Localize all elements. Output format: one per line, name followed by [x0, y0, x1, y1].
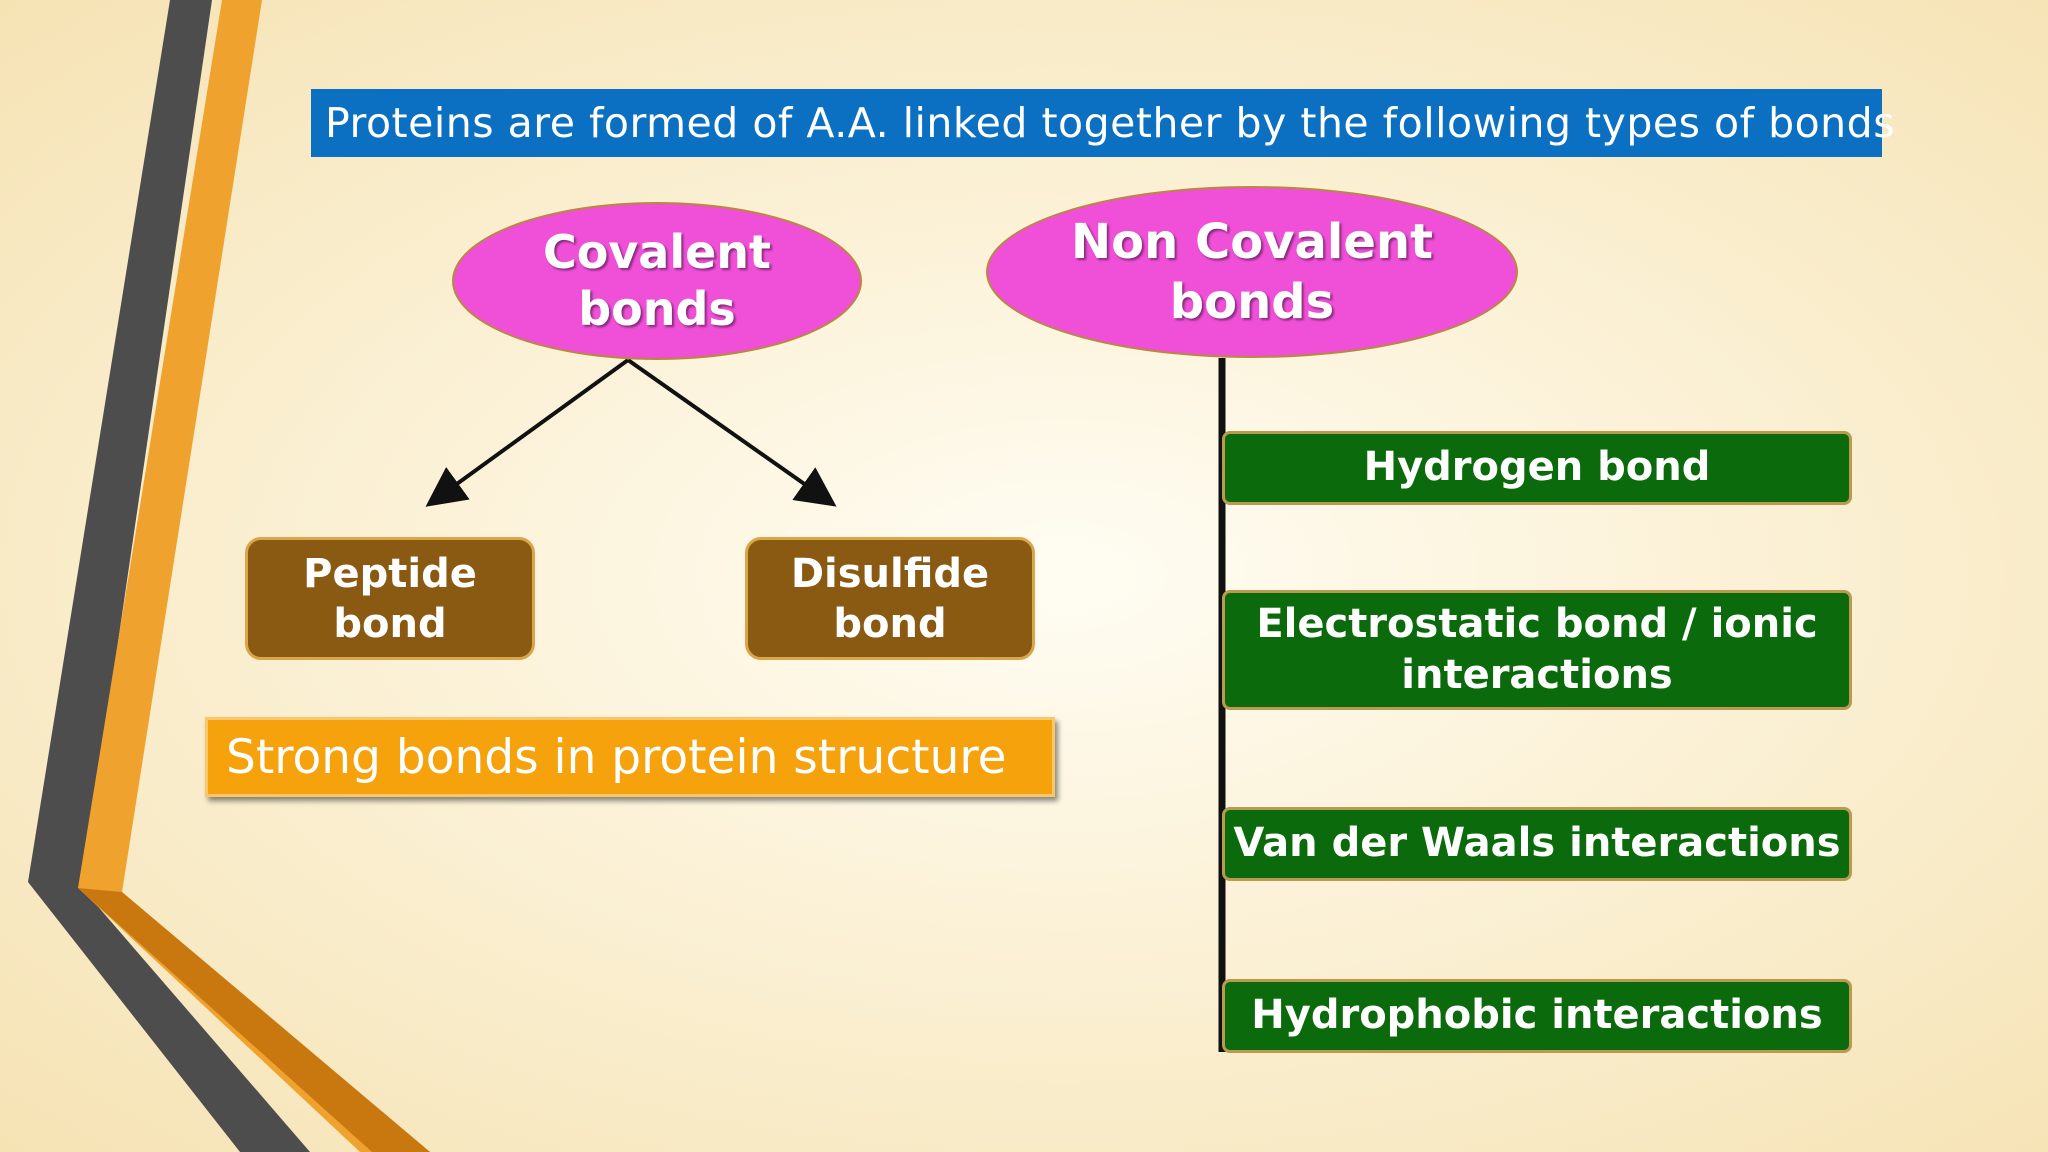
- non-covalent-bonds-label: Non Covalent bonds: [1070, 214, 1434, 330]
- stripe-orange-dark: [78, 888, 430, 1152]
- covalent-bonds-node: Covalent bonds: [452, 202, 862, 360]
- hydrogen-bond-node: Hydrogen bond: [1222, 431, 1852, 505]
- van-der-waals-node: Van der Waals interactions: [1222, 807, 1852, 881]
- stripe-orange: [78, 0, 430, 1152]
- covalent-bonds-label: Covalent bonds: [542, 224, 772, 337]
- title-text: Proteins are formed of A.A. linked toget…: [325, 99, 1896, 147]
- stripe-gray: [28, 0, 310, 1152]
- strong-bonds-note-text: Strong bonds in protein structure: [226, 729, 1007, 785]
- non-covalent-bonds-node: Non Covalent bonds: [986, 186, 1518, 358]
- peptide-bond-node: Peptide bond: [245, 537, 535, 660]
- electrostatic-bond-node: Electrostatic bond / ionic interactions: [1222, 590, 1852, 710]
- title-banner: Proteins are formed of A.A. linked toget…: [311, 89, 1895, 157]
- hydrophobic-interactions-node: Hydrophobic interactions: [1222, 979, 1852, 1053]
- disulfide-bond-node: Disulfide bond: [745, 537, 1035, 660]
- strong-bonds-note: Strong bonds in protein structure: [205, 717, 1055, 797]
